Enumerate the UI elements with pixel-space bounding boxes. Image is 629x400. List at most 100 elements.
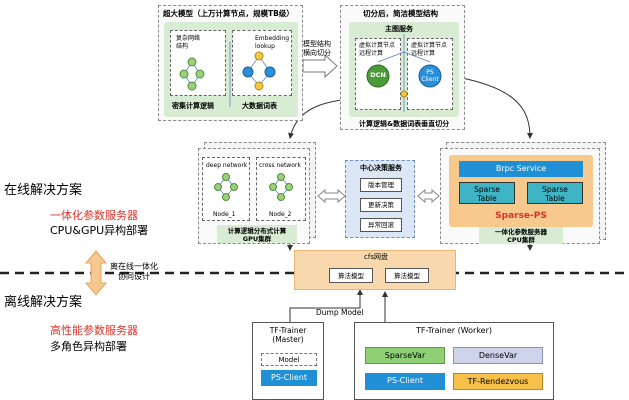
sparse-ps-box: Brpc Service Sparse Table Sparse Table S… [449, 155, 593, 227]
decision-service-panel: 中心决策服务 版本管理 更新决策 异常回滚 [345, 160, 415, 238]
node2-label: Node_2 [269, 211, 292, 218]
split-model-body: 主图服务 虚拟计算节点 远程计算 虚拟计算节点 远程计算 DCN PS Clie… [349, 22, 459, 117]
master-ps-client-label: PS-Client [271, 373, 307, 382]
tf-master-title: TF-Trainer (Master) [269, 326, 307, 345]
tf-rendezvous-label: TF-Rendezvous [467, 377, 529, 386]
large-model-title: 超大模型（上万计算节点，规模TB级） [163, 9, 294, 18]
dense-net-box: 复杂网络 结构 [170, 30, 226, 96]
node-icon [277, 173, 285, 181]
node-icon [222, 173, 230, 181]
split-model-panel: 切分后，简洁模型结构 主图服务 虚拟计算节点 远程计算 虚拟计算节点 远程计算 … [340, 5, 465, 130]
master-ps-client-box: PS-Client [261, 370, 317, 386]
split-arrow [302, 53, 338, 79]
ps-cluster-label: 一体化参数服务器 CPU集群 [495, 228, 547, 245]
gpu-cluster-graph [214, 173, 293, 201]
large-model-graph [179, 42, 276, 107]
split-model-title: 切分后，简洁模型结构 [363, 9, 438, 18]
vnode-label-2: 虚拟计算节点 远程计算 [411, 42, 448, 57]
ps-cluster-panel: Brpc Service Sparse Table Sparse Table S… [440, 148, 600, 244]
version-mgmt-label: 版本管理 [368, 181, 394, 189]
offline-online-label: 离在线一体化 协同设计 [110, 262, 158, 282]
node-icon [214, 183, 222, 191]
online-subtitle: 一体化参数服务器 [50, 209, 138, 222]
curve-right [461, 77, 533, 139]
algo-model-1-label: 算法模型 [338, 272, 364, 280]
node-icon [400, 90, 408, 98]
node-icon [230, 183, 238, 191]
embed-vocab-label: 大数据词表 [242, 102, 277, 110]
cross-network-label: cross network [259, 162, 301, 169]
gpu-cluster-label: 计算逻辑分布式计算 GPU集群 [227, 227, 287, 244]
dense-var-box: DenseVar [453, 347, 543, 364]
brpc-service-box: Brpc Service [459, 161, 583, 177]
vnode-label-1: 虚拟计算节点 远程计算 [359, 42, 396, 57]
offline-subtitle: 高性能参数服务器 [50, 324, 138, 337]
ps-client-node-icon [418, 64, 442, 88]
dense-logic-label: 密集计算逻辑 [172, 102, 214, 110]
node-icon [242, 66, 254, 78]
split-model-graph [366, 34, 442, 112]
tf-master-panel: TF-Trainer (Master) Model PS-Client [252, 322, 324, 400]
sparse-table-1-label: Sparse Table [474, 185, 500, 203]
dcn-label: DCN [370, 71, 386, 79]
master-model-label: Model [278, 356, 300, 364]
main-service-label: 主图服务 [385, 25, 413, 33]
large-model-body: 复杂网络 结构 Embedding lookup 密集计算逻辑 大数据词表 [164, 22, 298, 117]
ps-cluster-label-box: 一体化参数服务器 CPU集群 [479, 227, 563, 244]
rollback-button[interactable]: 异常回滚 [360, 218, 402, 232]
algo-model-1: 算法模型 [329, 268, 373, 283]
master-model-box: Model [261, 353, 317, 366]
update-decision-button[interactable]: 更新决策 [360, 198, 402, 212]
worker-ps-client-box: PS-Client [365, 373, 445, 390]
sparse-table-2-label: Sparse Table [542, 185, 568, 203]
double-arrow-right [417, 188, 440, 204]
offline-title: 离线解决方案 [4, 295, 83, 310]
ps-client-label: PS Client [421, 69, 439, 84]
sparse-var-box: SparseVar [365, 347, 445, 364]
split-label: 模型结构 横向切分 [303, 40, 331, 58]
dcn-node-icon [366, 64, 390, 88]
complex-net-label: 复杂网络 结构 [176, 35, 201, 50]
node-icon [195, 69, 205, 79]
update-decision-label: 更新决策 [368, 201, 394, 209]
node-icon [187, 57, 197, 67]
rollback-label: 异常回滚 [368, 221, 394, 229]
sparse-table-2: Sparse Table [527, 182, 583, 204]
node-icon [254, 51, 264, 61]
node-icon [285, 183, 293, 191]
node-icon [269, 183, 277, 191]
dump-model-label: Dump Model [316, 308, 364, 317]
deep-network-box: deep network Node_1 [202, 157, 250, 221]
brpc-service-label: Brpc Service [495, 164, 547, 173]
cross-network-box: cross network Node_2 [256, 157, 306, 221]
algo-model-2: 算法模型 [385, 268, 429, 283]
online-desc: CPU&GPU异构部署 [50, 224, 149, 237]
sparse-ps-label: Sparse-PS [495, 211, 547, 221]
gpu-cluster-label-box: 计算逻辑分布式计算 GPU集群 [217, 225, 297, 243]
node-icon [187, 81, 197, 91]
node-icon [222, 193, 230, 201]
dense-var-label: DenseVar [478, 351, 518, 360]
decision-service-title: 中心决策服务 [360, 164, 402, 172]
worker-ps-client-label: PS-Client [387, 376, 423, 385]
vnode-box-1: 虚拟计算节点 远程计算 [355, 38, 401, 110]
double-arrow-left [317, 188, 346, 204]
tf-worker-title: TF-Trainer (Worker) [415, 326, 492, 335]
node-icon [277, 193, 285, 201]
vertical-split-label: 计算逻辑&数据词表垂直切分 [359, 120, 450, 128]
deep-network-label: deep network [206, 162, 248, 169]
sparse-var-label: SparseVar [384, 351, 426, 360]
online-offline-arrow [84, 250, 108, 296]
offline-desc: 多角色异构部署 [50, 340, 127, 353]
tf-worker-panel: TF-Trainer (Worker) SparseVar DenseVar P… [354, 322, 554, 400]
embedding-lookup-label: Embedding lookup [255, 35, 290, 50]
version-mgmt-button[interactable]: 版本管理 [360, 178, 402, 192]
large-model-panel: 超大模型（上万计算节点，规模TB级） 复杂网络 结构 Embedding loo… [158, 5, 303, 121]
online-title: 在线解决方案 [4, 183, 83, 198]
sparse-table-1: Sparse Table [459, 182, 515, 204]
cfs-disk: cfs网盘 算法模型 算法模型 [294, 250, 456, 290]
node-icon [179, 69, 189, 79]
algo-model-2-label: 算法模型 [394, 272, 420, 280]
gpu-cluster-panel: deep network Node_1 cross network Node_2… [198, 148, 310, 244]
